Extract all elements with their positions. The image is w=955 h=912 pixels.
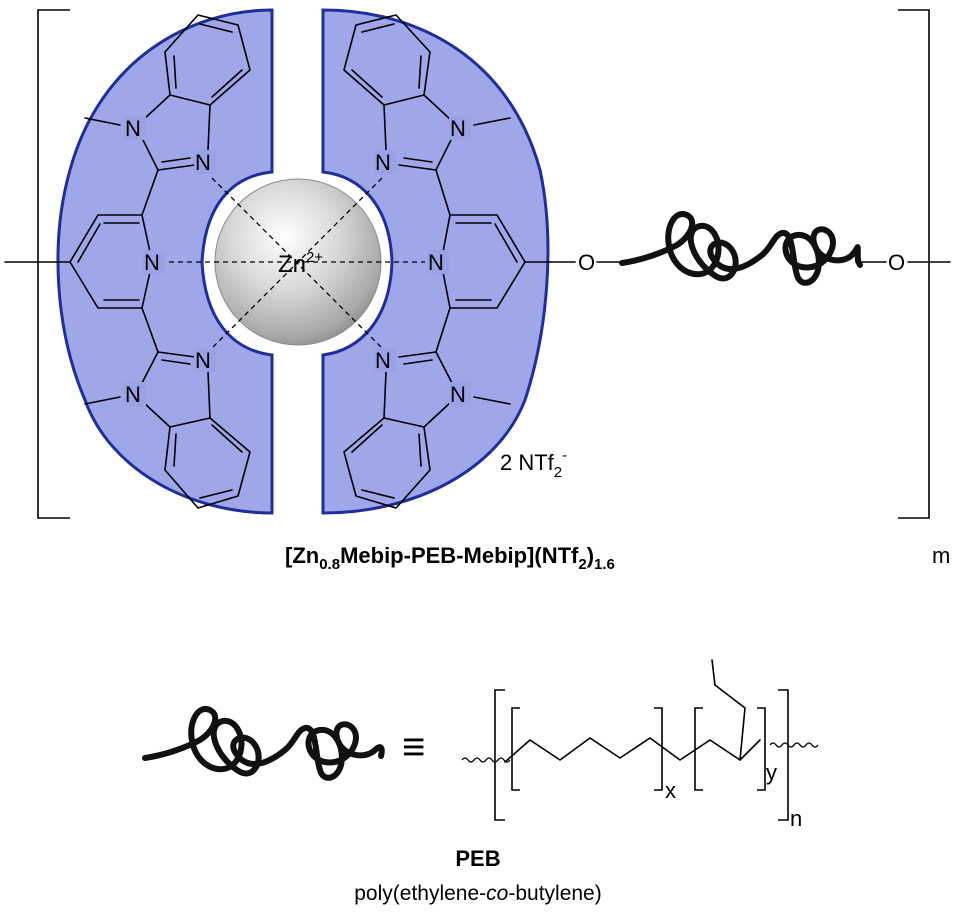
left-ligand-skeleton <box>4 14 251 509</box>
n-atom-label: N <box>450 116 466 141</box>
peb-coil-symbol <box>142 706 385 781</box>
n-atom-label: N <box>375 150 391 175</box>
subscript-y: y <box>766 760 777 785</box>
n-atom-label: N <box>375 348 391 373</box>
left-repeat-bracket <box>37 9 70 519</box>
right-ligand-skeleton <box>343 14 576 509</box>
peb-coil-linker <box>619 211 863 286</box>
right-repeat-bracket <box>898 9 930 519</box>
oxygen-atom-left: O <box>578 250 595 275</box>
peb-full-name: poly(ethylene-co-butylene) <box>354 882 601 905</box>
zinc-label: Zn2+ <box>278 249 323 278</box>
repeat-subscript-m: m <box>932 543 950 568</box>
n-atom-label: N <box>144 250 160 275</box>
peb-title: PEB <box>455 846 500 871</box>
n-atom-label: N <box>195 348 211 373</box>
subscript-n: n <box>790 806 802 831</box>
complex-formula: [Zn0.8Mebip-PEB-Mebip](NTf2)1.6 <box>285 543 615 573</box>
n-atom-label: N <box>125 382 141 407</box>
oxygen-atom-right: O <box>888 250 905 275</box>
counterion-label: 2 NTf2- <box>500 447 567 481</box>
coordination-bonds <box>160 177 425 349</box>
n-atom-label: N <box>125 116 141 141</box>
n-atom-label: N <box>450 382 466 407</box>
n-atom-label: N <box>195 150 211 175</box>
equivalence-symbol: ≡ <box>402 725 425 769</box>
left-ligand-shield <box>56 8 274 515</box>
atom-labels: N N N N N N N N N N <box>124 116 471 407</box>
subscript-x: x <box>665 778 676 803</box>
peb-structure <box>461 659 819 821</box>
n-atom-label: N <box>428 250 444 275</box>
